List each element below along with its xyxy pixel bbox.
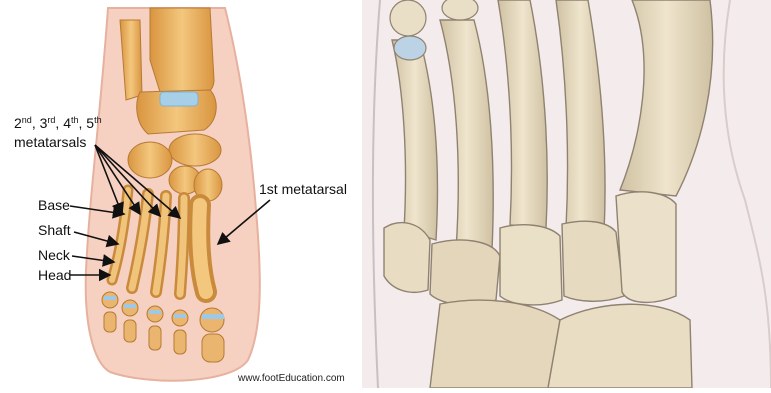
ordinal-suffix: nd [22, 115, 32, 125]
xray-foot [362, 0, 771, 388]
tibia-bone [150, 8, 214, 97]
metatarsals-word-label: metatarsals [14, 134, 86, 150]
ordinal-suffix: th [94, 115, 102, 125]
ankle-cartilage [160, 92, 198, 106]
ordinal-suffix: th [71, 115, 79, 125]
ordinal-suffix: rd [47, 115, 55, 125]
first-metatarsal-label: 1st metatarsal [259, 181, 347, 197]
website-credit: www.footEducation.com [238, 373, 345, 384]
neck-label: Neck [38, 247, 70, 263]
navicular-bone [169, 134, 221, 166]
metatarsal-number-5: 5 [86, 115, 94, 131]
shaft-label: Shaft [38, 222, 71, 238]
cuboid-bone [128, 142, 172, 178]
head-label: Head [38, 267, 71, 283]
lesser-metatarsals-label: 2nd, 3rd, 4th, 5th [14, 112, 102, 131]
metatarsal-number-2: 2 [14, 115, 22, 131]
metatarsal-number-4: 4 [63, 115, 71, 131]
illustrated-foot [70, 8, 270, 381]
base-label: Base [38, 197, 70, 213]
